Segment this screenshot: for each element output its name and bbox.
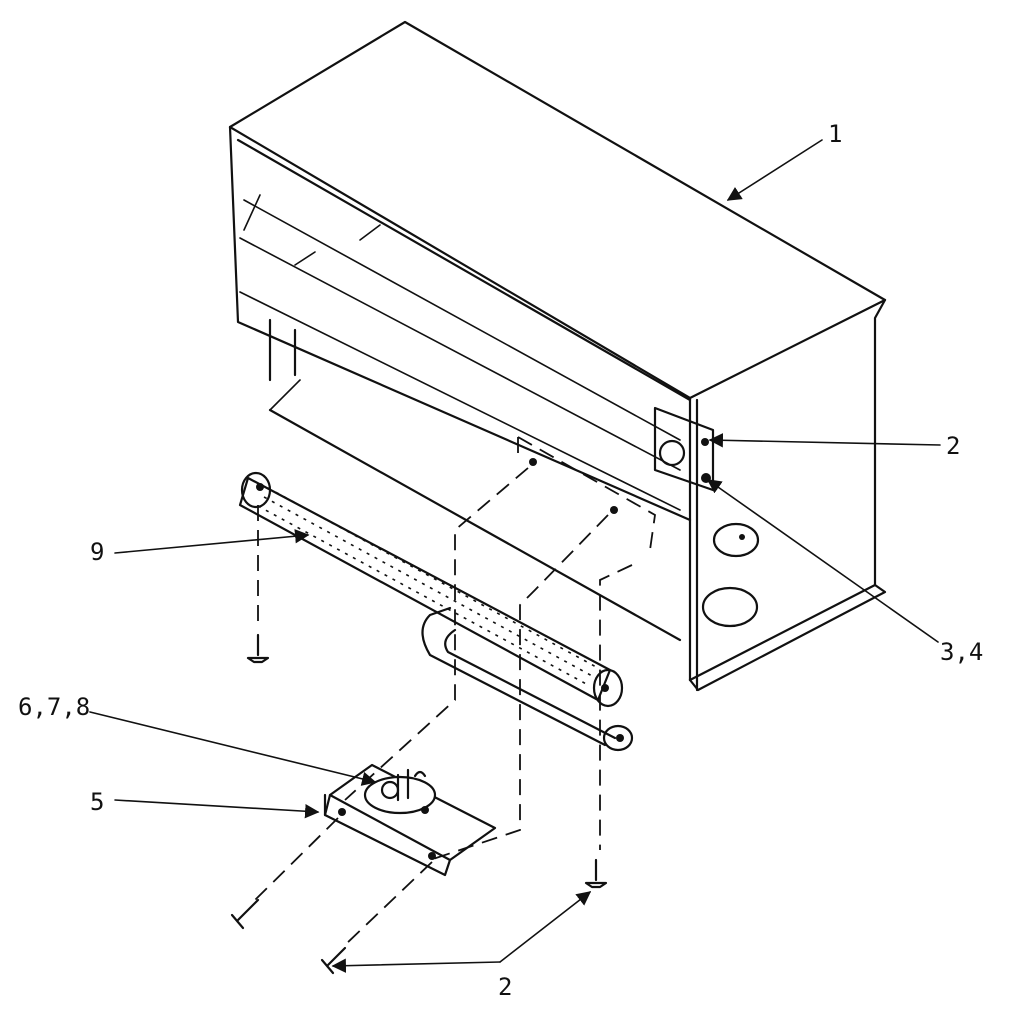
screw-bottom-left [230,898,260,930]
label-part-2-top: 2 [946,432,960,460]
leader-lines [89,139,941,973]
housing-cabinet [228,20,887,692]
burner-tube [238,471,624,708]
manifold-pipe [421,606,634,752]
assembly-lines [254,467,633,946]
screw-left [246,633,270,664]
screw-bottom-center [320,946,347,975]
label-part-1: 1 [828,120,842,148]
valve-assembly [363,768,437,815]
side-hole-large [701,586,759,628]
label-part-5: 5 [90,788,104,816]
label-part-2-bottom: 2 [498,973,512,1001]
screw-right [584,858,608,889]
label-part-6-7-8: 6,7,8 [18,693,90,721]
side-hole-small [712,522,760,558]
label-part-9: 9 [90,538,104,566]
label-part-3-4: 3,4 [940,638,983,666]
